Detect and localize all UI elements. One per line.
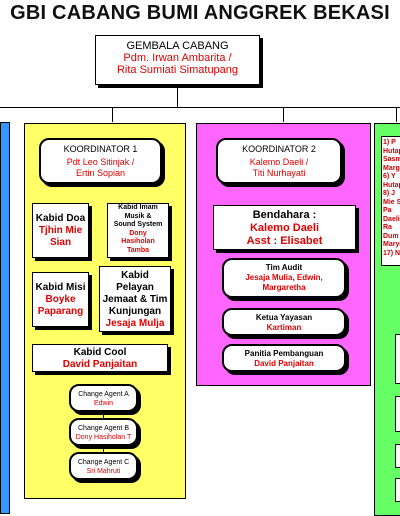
kabid-misi-name1: Boyke bbox=[45, 294, 76, 305]
change-agent-b-name: Dony Hasiholan T bbox=[75, 434, 132, 441]
kabid-doa-heading: Kabid Doa bbox=[35, 213, 86, 224]
ketua-yayasan-name: Kartiman bbox=[266, 323, 302, 332]
koord3-list-line: Marg bbox=[383, 164, 400, 172]
koordinator-1-name2: Ertin Sopian bbox=[75, 168, 126, 178]
gembala-heading: GEMBALA CABANG bbox=[126, 40, 229, 52]
kabid-pelayan-box: Kabid Pelayan Jemaat & Tim Kunjungan Jes… bbox=[99, 266, 171, 332]
kabid-imam-name3: Tamba bbox=[126, 246, 150, 254]
koord3-list-line: Ra bbox=[383, 224, 392, 231]
kabid-imam-name2: Hasiholan bbox=[121, 238, 155, 245]
connector-koord3 bbox=[396, 107, 397, 122]
bendahara-box: Bendahara : Kalemo Daeli Asst : Elisabet bbox=[213, 205, 356, 250]
kabid-doa-name2: Sian bbox=[49, 237, 72, 248]
bendahara-heading: Bendahara : bbox=[252, 209, 317, 221]
panitia-name: David Panjaitan bbox=[254, 359, 314, 368]
koordinator-2-box: KOORDINATOR 2 Kalemo Daeli / Titi Nurhay… bbox=[216, 138, 342, 184]
koord3-list-line: 1) P bbox=[383, 139, 396, 146]
koordinator-3-box-2 bbox=[395, 396, 400, 432]
kabid-misi-box: Kabid Misi Boyke Paparang bbox=[32, 272, 89, 327]
left-blue-panel bbox=[0, 122, 10, 514]
change-agent-b-box: Change Agent B Dony Hasiholan T bbox=[69, 418, 138, 446]
koord3-list-line: 6) Y bbox=[383, 173, 396, 180]
koordinator-1-heading: KOORDINATOR 1 bbox=[63, 144, 138, 154]
panitia-heading: Panitia Pembanguan bbox=[244, 349, 324, 358]
kabid-cool-heading: Kabid Cool bbox=[73, 347, 127, 358]
koordinator-2-heading: KOORDINATOR 2 bbox=[242, 144, 316, 154]
kabid-imam-h1: Kabid Imam bbox=[118, 204, 158, 211]
connector-koord1 bbox=[112, 107, 113, 122]
change-agent-c-box: Change Agent C Sri Mahruti bbox=[69, 452, 138, 480]
kabid-imam-h3: Sound System bbox=[113, 221, 163, 228]
ketua-yayasan-heading: Ketua Yayasan bbox=[255, 313, 313, 322]
change-agent-b-heading: Change Agent B bbox=[78, 425, 129, 432]
koordinator-1-box: KOORDINATOR 1 Pdt Leo Sitinjak / Ertin S… bbox=[39, 138, 162, 184]
koord3-list-line: Hutap bbox=[383, 181, 400, 189]
koord3-list-line: Marya bbox=[383, 241, 400, 248]
kabid-imam-name1: Dony bbox=[129, 229, 147, 237]
koordinator-3-box-3 bbox=[395, 444, 400, 468]
ketua-yayasan-box: Ketua Yayasan Kartiman bbox=[222, 308, 346, 336]
kabid-pelayan-h1: Kabid bbox=[121, 270, 149, 281]
kabid-cool-name: David Panjaitan bbox=[62, 359, 138, 370]
kabid-misi-heading: Kabid Misi bbox=[35, 282, 86, 293]
change-agent-a-heading: Change Agent A bbox=[78, 391, 129, 398]
change-agent-c-heading: Change Agent C bbox=[77, 459, 130, 466]
tim-audit-box: Tim Audit Jesaja Mulia, Edwin, Margareth… bbox=[222, 258, 346, 298]
kabid-misi-name2: Paparang bbox=[37, 306, 84, 317]
kabid-doa-name1: Tjhin Mie bbox=[38, 225, 83, 236]
koordinator-2-name1: Kalemo Daeli / bbox=[249, 157, 309, 167]
panitia-pembanguan-box: Panitia Pembanguan David Panjaitan bbox=[222, 344, 346, 372]
bendahara-assistant: Asst : Elisabet bbox=[246, 235, 323, 247]
koord3-list-line: Daeli bbox=[383, 215, 400, 223]
koordinator-3-box-1 bbox=[395, 334, 400, 384]
change-agent-c-name: Sri Mahruti bbox=[86, 468, 121, 475]
kabid-imam-h2: Musik & bbox=[124, 212, 152, 220]
connector-horizontal bbox=[0, 107, 400, 108]
koordinator-3-list-box: 1) P Hutap Sasm Marg 6) Y Hutap 8) J Mie… bbox=[381, 136, 400, 266]
change-agent-a-name: Edwin bbox=[93, 400, 114, 407]
tim-audit-line1: Jesaja Mulia, Edwin, bbox=[245, 273, 323, 282]
kabid-imam-box: Kabid Imam Musik & Sound System Dony Has… bbox=[107, 203, 169, 258]
kabid-doa-box: Kabid Doa Tjhin Mie Sian bbox=[32, 203, 89, 258]
koord3-list-line: Pa bbox=[383, 207, 392, 214]
koord3-list-line: 17) N bbox=[383, 249, 400, 257]
kabid-pelayan-h2: Pelayan bbox=[116, 282, 154, 293]
kabid-cool-box: Kabid Cool David Panjaitan bbox=[32, 344, 168, 372]
gembala-name-line2: Rita Sumiati Simatupang bbox=[116, 64, 239, 76]
koordinator-3-box-4 bbox=[395, 478, 400, 502]
gembala-cabang-box: GEMBALA CABANG Pdm. Irwan Ambarita / Rit… bbox=[95, 35, 260, 85]
change-agent-a-box: Change Agent A Edwin bbox=[69, 384, 138, 412]
kabid-pelayan-h3: Jemaat & Tim bbox=[102, 294, 168, 305]
tim-audit-heading: Tim Audit bbox=[265, 263, 303, 272]
koord3-list-line: Mie S bbox=[383, 198, 400, 206]
kabid-pelayan-h4: Kunjungan bbox=[108, 306, 162, 317]
koord3-list-line: Dum bbox=[383, 232, 399, 240]
koord3-list-line: 8) J bbox=[383, 190, 396, 197]
connector-vertical-top bbox=[177, 88, 178, 108]
bendahara-name: Kalemo Daeli bbox=[249, 222, 320, 234]
tim-audit-line2: Margaretha bbox=[262, 283, 306, 292]
koordinator-1-name1: Pdt Leo Sitinjak / bbox=[66, 157, 135, 167]
koordinator-2-name2: Titi Nurhayati bbox=[252, 168, 306, 178]
page-title: GBI CABANG BUMI ANGGREK BEKASI bbox=[10, 2, 390, 24]
koord3-list-line: Sasm bbox=[383, 156, 400, 163]
koord3-list-line: Hutap bbox=[383, 147, 400, 155]
connector-koord2 bbox=[283, 107, 284, 122]
gembala-name-line1: Pdm. Irwan Ambarita / bbox=[123, 52, 232, 64]
kabid-pelayan-name: Jesaja Mulja bbox=[105, 318, 165, 329]
